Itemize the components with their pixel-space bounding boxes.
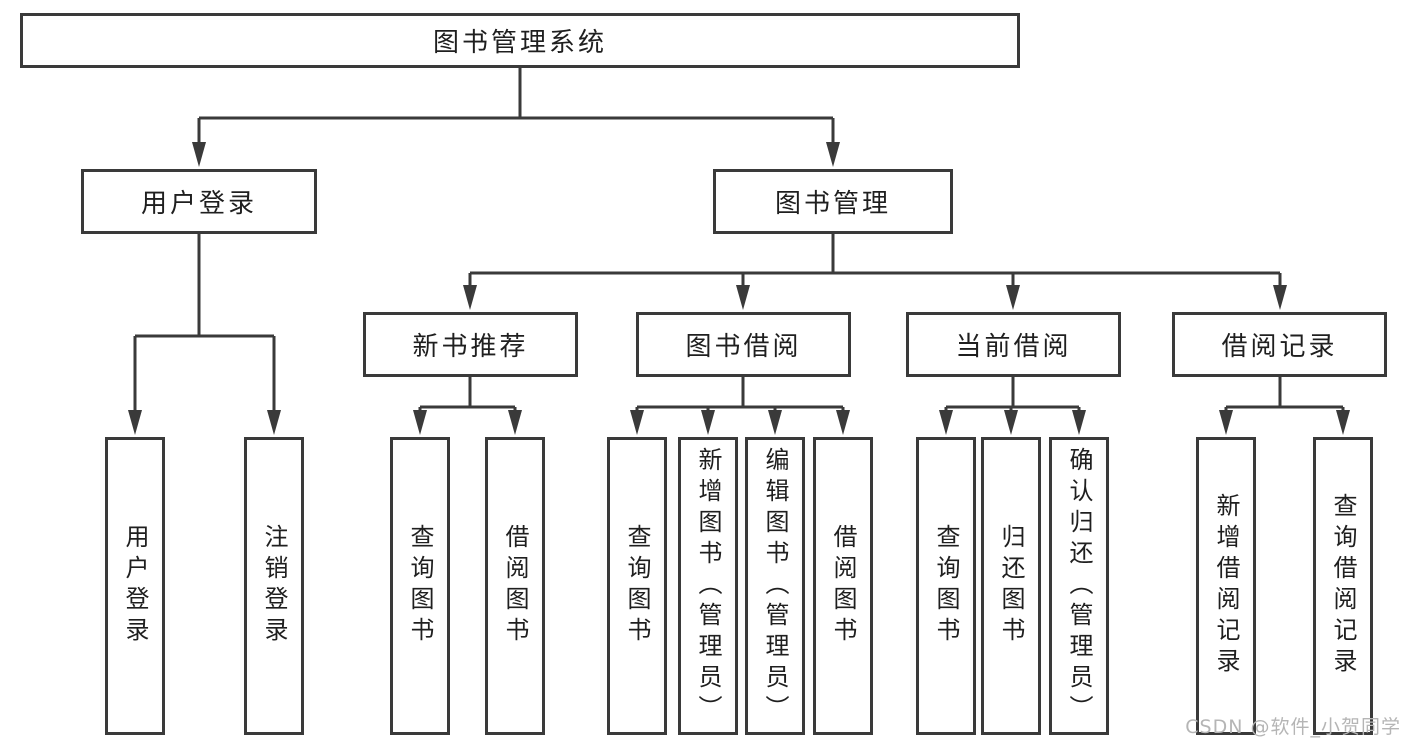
arrowhead-icon — [267, 410, 281, 435]
connector-book-management-to-level3 — [463, 234, 1287, 310]
csdn-watermark: CSDN @软件_小贺同学 — [1185, 716, 1401, 738]
connector-borrow-records-to-leaves — [1219, 377, 1350, 435]
leaf-query-books-2-label: 查询图书 — [623, 524, 651, 648]
arrowhead-icon — [508, 410, 522, 435]
leaf-query-books-2: 查询图书 — [607, 437, 667, 735]
leaf-borrow-books-1: 借阅图书 — [485, 437, 545, 735]
node-borrowing-records-label: 借阅记录 — [1221, 332, 1338, 362]
leaf-add-books-admin: 新增图书（管理员） — [678, 437, 738, 735]
node-new-book-recommend: 新书推荐 — [363, 312, 578, 377]
arrowhead-icon — [630, 410, 644, 435]
leaf-query-books-3-label: 查询图书 — [932, 524, 960, 648]
leaf-query-borrow-record: 查询借阅记录 — [1313, 437, 1373, 735]
node-user-login-label: 用户登录 — [140, 189, 257, 219]
leaf-edit-books-admin: 编辑图书（管理员） — [745, 437, 805, 735]
leaf-logout: 注销登录 — [244, 437, 304, 735]
leaf-return-books: 归还图书 — [981, 437, 1041, 735]
node-root-label: 图书管理系统 — [432, 28, 607, 58]
node-root: 图书管理系统 — [20, 13, 1020, 68]
node-current-borrowing: 当前借阅 — [906, 312, 1121, 377]
arrowhead-icon — [1072, 410, 1086, 435]
leaf-edit-books-admin-label: 编辑图书（管理员） — [761, 446, 789, 726]
connector-root-to-level2 — [192, 68, 840, 167]
node-borrowing-records: 借阅记录 — [1172, 312, 1387, 377]
arrowhead-icon — [701, 410, 715, 435]
leaf-add-borrow-record: 新增借阅记录 — [1196, 437, 1256, 735]
arrowhead-icon — [1336, 410, 1350, 435]
node-new-book-recommend-label: 新书推荐 — [412, 332, 529, 362]
arrowhead-icon — [1004, 410, 1018, 435]
arrowhead-icon — [128, 410, 142, 435]
leaf-user-login: 用户登录 — [105, 437, 165, 735]
leaf-confirm-return-admin: 确认归还（管理员） — [1049, 437, 1109, 735]
leaf-logout-label: 注销登录 — [260, 524, 288, 648]
arrowhead-icon — [413, 410, 427, 435]
node-current-borrowing-label: 当前借阅 — [955, 332, 1072, 362]
arrowhead-icon — [836, 410, 850, 435]
arrowhead-icon — [463, 285, 477, 310]
node-user-login: 用户登录 — [81, 169, 317, 234]
connector-new-book-to-leaves — [413, 377, 522, 435]
connector-current-borrow-to-leaves — [939, 377, 1086, 435]
connector-book-borrow-to-leaves — [630, 377, 850, 435]
leaf-query-books-1-label: 查询图书 — [406, 524, 434, 648]
arrowhead-icon — [1273, 285, 1287, 310]
leaf-user-login-label: 用户登录 — [121, 524, 149, 648]
leaf-query-books-3: 查询图书 — [916, 437, 976, 735]
leaf-borrow-books-2: 借阅图书 — [813, 437, 873, 735]
node-book-borrowing-label: 图书借阅 — [685, 332, 802, 362]
arrowhead-icon — [768, 410, 782, 435]
leaf-query-borrow-record-label: 查询借阅记录 — [1329, 493, 1357, 679]
arrowhead-icon — [1006, 285, 1020, 310]
leaf-borrow-books-2-label: 借阅图书 — [829, 524, 857, 648]
node-book-management: 图书管理 — [713, 169, 953, 234]
leaf-borrow-books-1-label: 借阅图书 — [501, 524, 529, 648]
leaf-add-borrow-record-label: 新增借阅记录 — [1212, 493, 1240, 679]
arrowhead-icon — [192, 142, 206, 167]
arrowhead-icon — [826, 142, 840, 167]
arrowhead-icon — [939, 410, 953, 435]
arrowhead-icon — [1219, 410, 1233, 435]
arrowhead-icon — [736, 285, 750, 310]
leaf-confirm-return-admin-label: 确认归还（管理员） — [1065, 446, 1093, 726]
node-book-management-label: 图书管理 — [774, 189, 891, 219]
leaf-return-books-label: 归还图书 — [997, 524, 1025, 648]
leaf-query-books-1: 查询图书 — [390, 437, 450, 735]
leaf-add-books-admin-label: 新增图书（管理员） — [694, 446, 722, 726]
node-book-borrowing: 图书借阅 — [636, 312, 851, 377]
connector-user-login-to-leaves — [128, 234, 281, 435]
